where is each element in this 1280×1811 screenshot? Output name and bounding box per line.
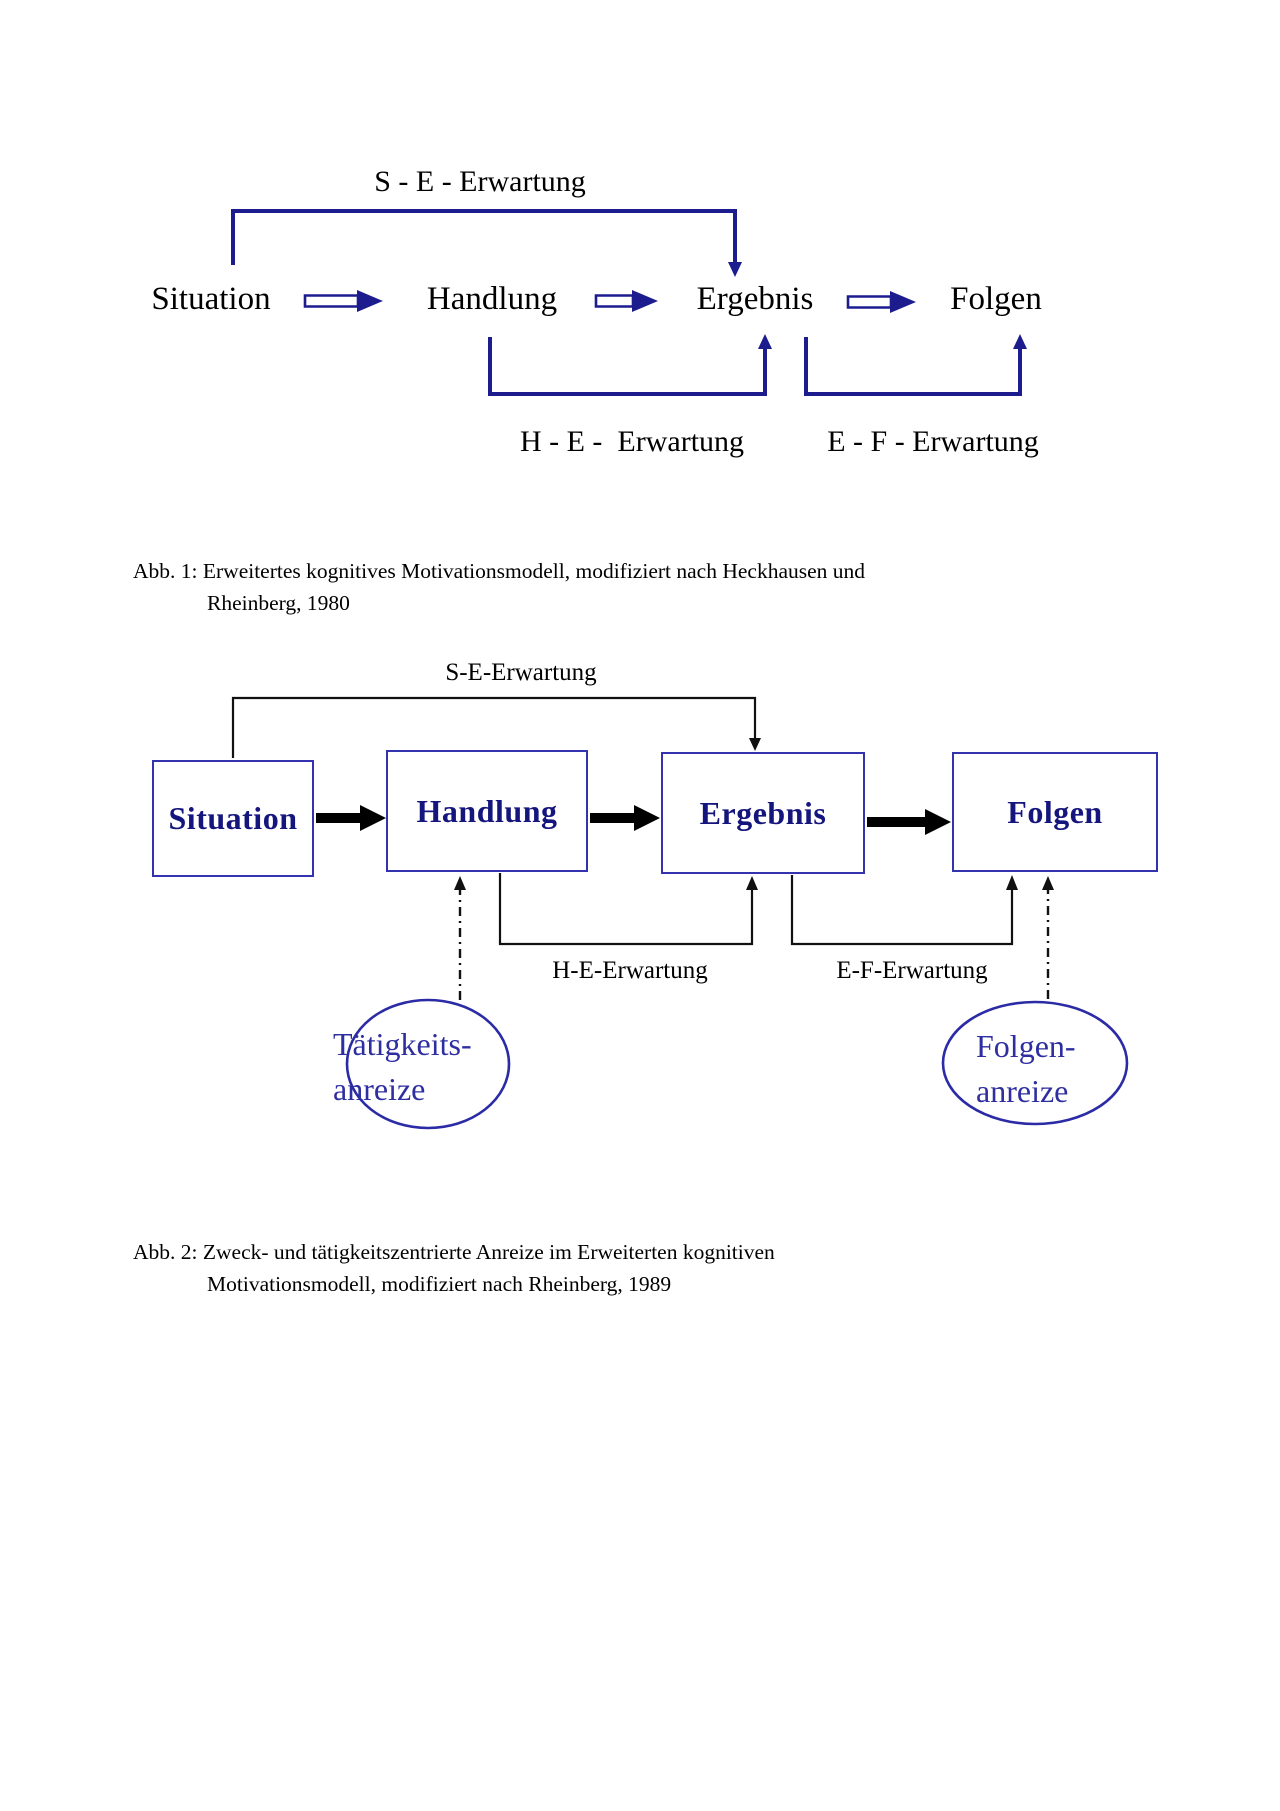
fig1-se-expectancy-bracket-line	[231, 209, 737, 265]
fig2-se-arrowhead-down-icon	[749, 738, 761, 751]
fig1-node-ergebnis: Ergebnis	[696, 281, 814, 317]
fig2-consequence-incentive-line2: anreize	[976, 1073, 1069, 1109]
fig1-arrow-handlung-ergebnis-icon	[594, 294, 635, 308]
fig1-he-bracket-line	[488, 337, 767, 396]
fig2-se-expectancy-label: S-E-Erwartung	[445, 659, 597, 686]
fig2-box-folgen: Folgen	[952, 752, 1158, 872]
fig1-arrowhead-handlung-ergebnis-icon	[632, 290, 658, 312]
fig2-box-situation: Situation	[152, 760, 314, 877]
fig1-node-folgen: Folgen	[950, 281, 1042, 317]
fig2-arrow-ergebnis-folgen-icon	[867, 809, 951, 835]
fig2-consequence-incentive-ellipse	[941, 1000, 1129, 1126]
fig1-ef-arrowhead-up-icon	[1013, 334, 1027, 349]
fig2-box-handlung: Handlung	[386, 750, 588, 872]
fig2-box-folgen-label: Folgen	[1007, 793, 1103, 830]
fig2-activity-incentive-ellipse	[345, 998, 511, 1130]
caption-abb1-line1: Abb. 1: Erweitertes kognitives Motivatio…	[133, 559, 866, 583]
fig2-activity-incentive-arrowhead-icon	[454, 876, 466, 890]
fig2-box-handlung-label: Handlung	[416, 792, 558, 829]
fig1-arrow-situation-handlung-icon	[303, 294, 360, 308]
fig2-consequence-incentive-line1: Folgen-	[976, 1028, 1076, 1064]
fig1-arrow-ergebnis-folgen-icon	[846, 295, 893, 309]
caption-abb1-line2: Rheinberg, 1980	[207, 591, 350, 615]
fig2-he-bracket-line	[498, 873, 754, 946]
fig1-node-handlung: Handlung	[426, 281, 558, 317]
fig2-ef-expectancy-label: E-F-Erwartung	[836, 957, 988, 984]
fig2-arrow-handlung-ergebnis-icon	[590, 805, 660, 831]
fig2-ef-arrowhead-up-icon	[1006, 875, 1018, 890]
fig1-arrowhead-ergebnis-folgen-icon	[890, 291, 916, 313]
fig1-he-expectancy-label: H - E - Erwartung	[519, 425, 745, 458]
fig2-ef-bracket-line	[790, 875, 1014, 946]
fig1-se-arrowhead-down-icon	[728, 262, 742, 277]
fig2-he-expectancy-label: H-E-Erwartung	[552, 957, 708, 984]
fig2-arrow-situation-handlung-icon	[316, 805, 386, 831]
fig2-box-situation-label: Situation	[168, 800, 298, 836]
fig1-se-expectancy-label: S - E - Erwartung	[374, 165, 586, 198]
fig2-se-expectancy-line	[231, 696, 757, 758]
fig2-box-ergebnis-label: Ergebnis	[699, 794, 827, 831]
fig1-he-arrowhead-up-icon	[758, 334, 772, 349]
fig2-consequence-incentive-text: Folgen- anreize	[976, 1024, 1076, 1114]
fig2-he-arrowhead-up-icon	[746, 876, 758, 890]
caption-abb2-line2: Motivationsmodell, modifiziert nach Rhei…	[207, 1272, 672, 1296]
fig2-activity-incentive-line2: anreize	[333, 1071, 426, 1107]
fig1-arrowhead-situation-handlung-icon	[357, 290, 383, 312]
fig2-activity-incentive-text: Tätigkeits- anreize	[333, 1022, 472, 1112]
fig1-ef-bracket-line	[804, 337, 1022, 396]
fig2-activity-incentive-line1: Tätigkeits-	[333, 1026, 472, 1062]
fig1-node-situation: Situation	[151, 281, 271, 317]
fig2-box-ergebnis: Ergebnis	[661, 752, 865, 874]
caption-abb2-line1: Abb. 2: Zweck- und tätigkeitszentrierte …	[133, 1240, 775, 1264]
fig2-consequence-incentive-arrowhead-icon	[1042, 876, 1054, 890]
fig1-ef-expectancy-label: E - F - Erwartung	[827, 425, 1039, 458]
